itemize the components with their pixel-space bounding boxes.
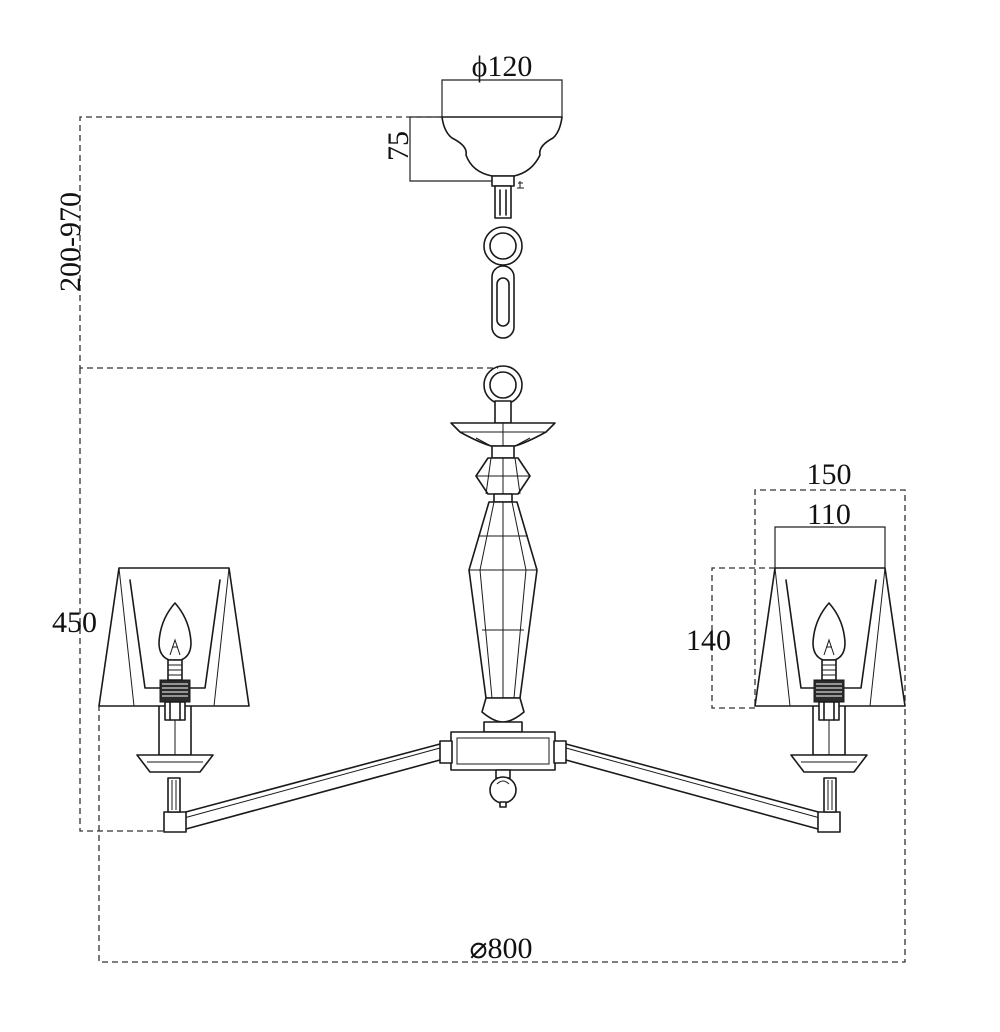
shade-bottom-dashed <box>754 489 906 705</box>
body-height-label: 450 <box>52 606 97 639</box>
canopy-diameter-bracket <box>441 79 563 117</box>
overall-diameter-dashed <box>98 705 906 963</box>
canopy-height-label: 75 <box>382 131 415 161</box>
chain <box>483 185 523 424</box>
shade-height-dashed <box>711 567 775 709</box>
shade-height-label: 140 <box>686 624 731 657</box>
chain-drop-label: 200-970 <box>54 192 87 292</box>
left-lamp <box>98 567 250 773</box>
shade-top-label: 110 <box>807 498 851 531</box>
shade-top-bracket <box>774 526 886 568</box>
chain-drop-dashed <box>79 116 498 369</box>
body-height-dashed <box>79 368 165 832</box>
shade-bottom-label: 150 <box>807 458 852 491</box>
right-arm <box>553 740 841 833</box>
right-lamp <box>754 567 906 773</box>
dimension-lines <box>79 79 906 963</box>
ceiling-canopy <box>441 116 563 189</box>
left-arm <box>163 740 453 833</box>
dimension-labels: ϕ120 75 200-970 450 150 110 140 ⌀800 <box>52 50 852 965</box>
canopy-diameter-label: ϕ120 <box>472 50 533 83</box>
overall-diameter-label: ⌀800 <box>469 932 532 965</box>
central-body <box>450 422 556 808</box>
